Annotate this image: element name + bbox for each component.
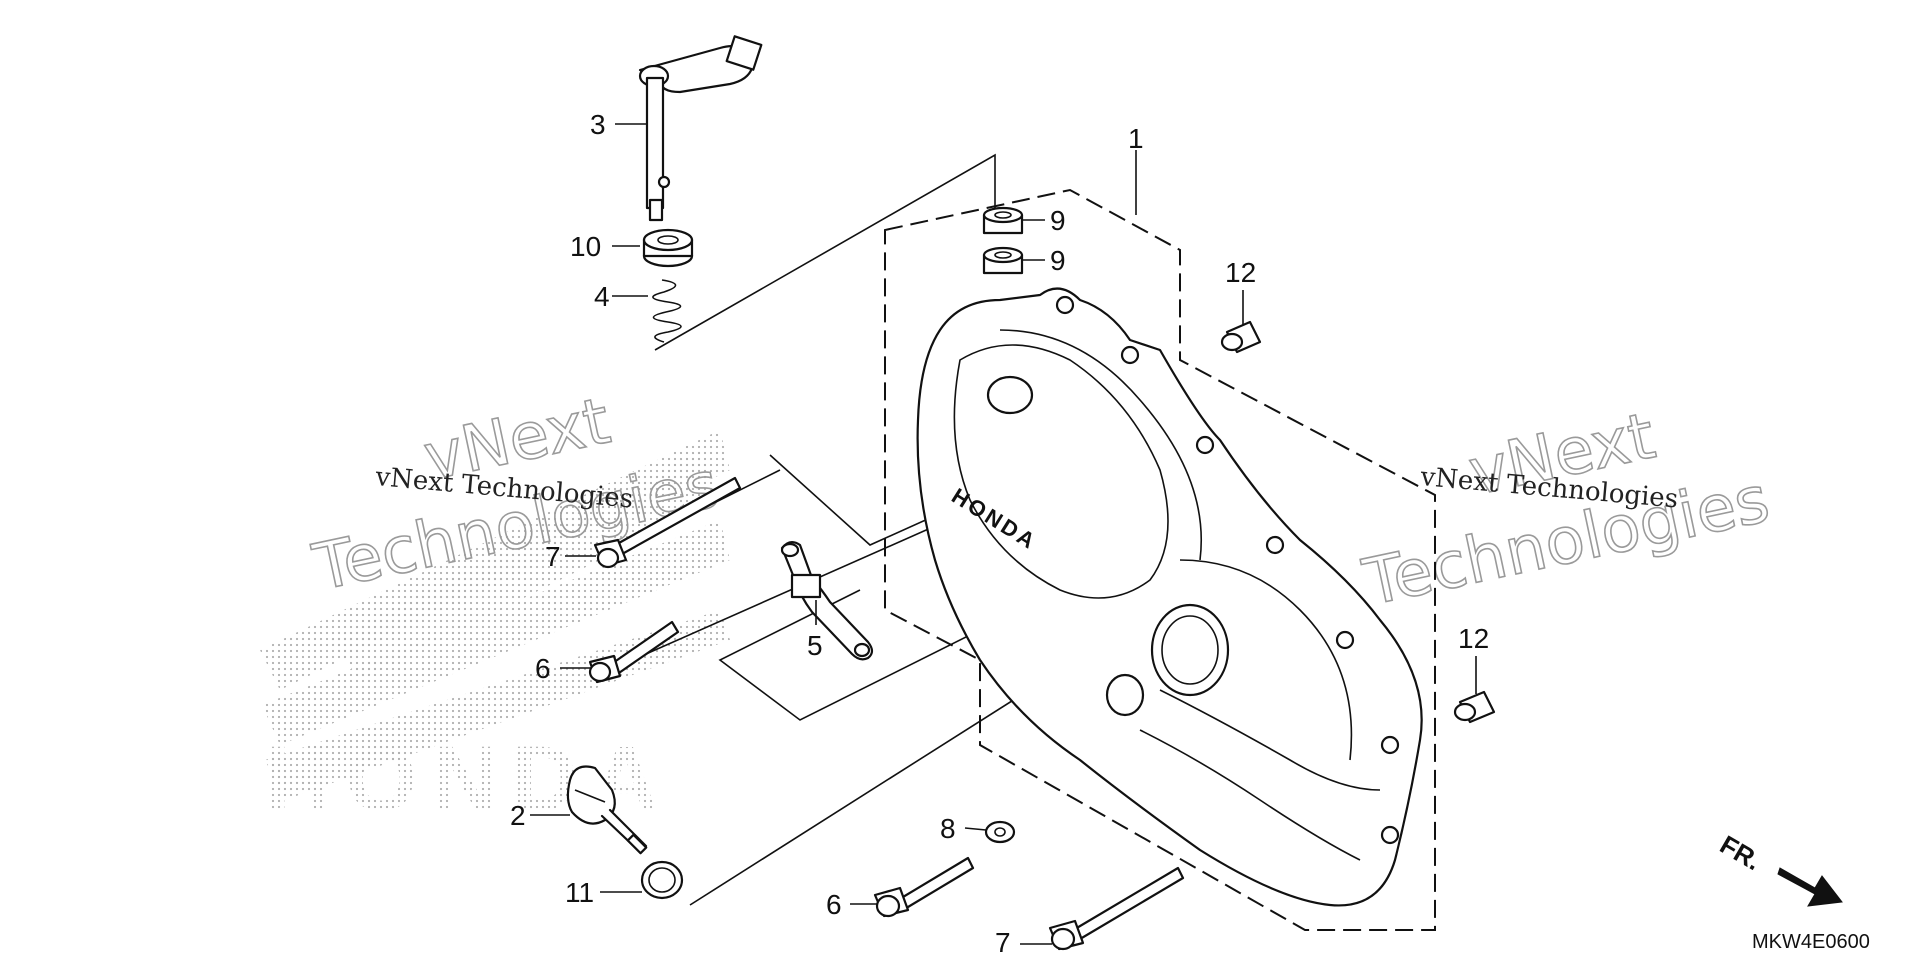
part-2-oil-filler-cap: [566, 765, 648, 855]
front-arrow-icon: [1777, 867, 1843, 907]
part-7-bolt-upper: [593, 476, 742, 569]
part-3-lever-shaft: [638, 35, 763, 222]
diagram-code: MKW4E0600: [1752, 931, 1870, 953]
callout-2: 2: [510, 800, 526, 831]
callout-11: 11: [565, 877, 594, 908]
callout-6-left: 6: [535, 653, 551, 684]
part-8-washer: [984, 820, 1016, 844]
part-12-dowel-pin-upper: [1220, 320, 1262, 354]
callout-12-upper: 12: [1225, 257, 1256, 288]
part-6-bolt-left: [588, 620, 680, 684]
part-11-o-ring: [640, 860, 684, 900]
callout-6-bottom: 6: [826, 889, 842, 920]
crankcase-cover: HONDA: [916, 287, 1423, 907]
callout-12-lower: 12: [1458, 623, 1489, 654]
callout-9-upper: 9: [1050, 205, 1066, 236]
part-5-clamp: [780, 541, 874, 661]
callout-5: 5: [807, 630, 823, 661]
callout-4: 4: [594, 281, 610, 312]
part-6-bolt-bottom: [873, 856, 975, 918]
part-10-oil-seal: [642, 228, 694, 268]
callout-9-lower: 9: [1050, 245, 1066, 276]
callout-10: 10: [570, 231, 601, 262]
callout-3: 3: [590, 109, 606, 140]
front-direction-indicator: FR.: [1715, 829, 1843, 907]
part-4-spring: [652, 279, 682, 343]
part-12-dowel-pin-lower: [1453, 690, 1496, 724]
callout-labels: 1 2 3 4 5 6 6 7 7 8 9 9 10 11 12 12: [510, 109, 1489, 958]
leader-lines: [530, 123, 1477, 945]
callout-8: 8: [940, 813, 956, 844]
part-9-bearing-upper: [982, 206, 1024, 235]
part-7-bolt-bottom: [1048, 866, 1185, 951]
callout-7-bottom: 7: [995, 927, 1011, 958]
front-label: FR.: [1715, 829, 1766, 876]
callout-1: 1: [1128, 123, 1144, 154]
callout-7-upper: 7: [545, 541, 561, 572]
part-9-bearing-lower: [982, 246, 1024, 275]
watermark-right: vNext Technologies vNext Technologies: [1356, 399, 1776, 622]
